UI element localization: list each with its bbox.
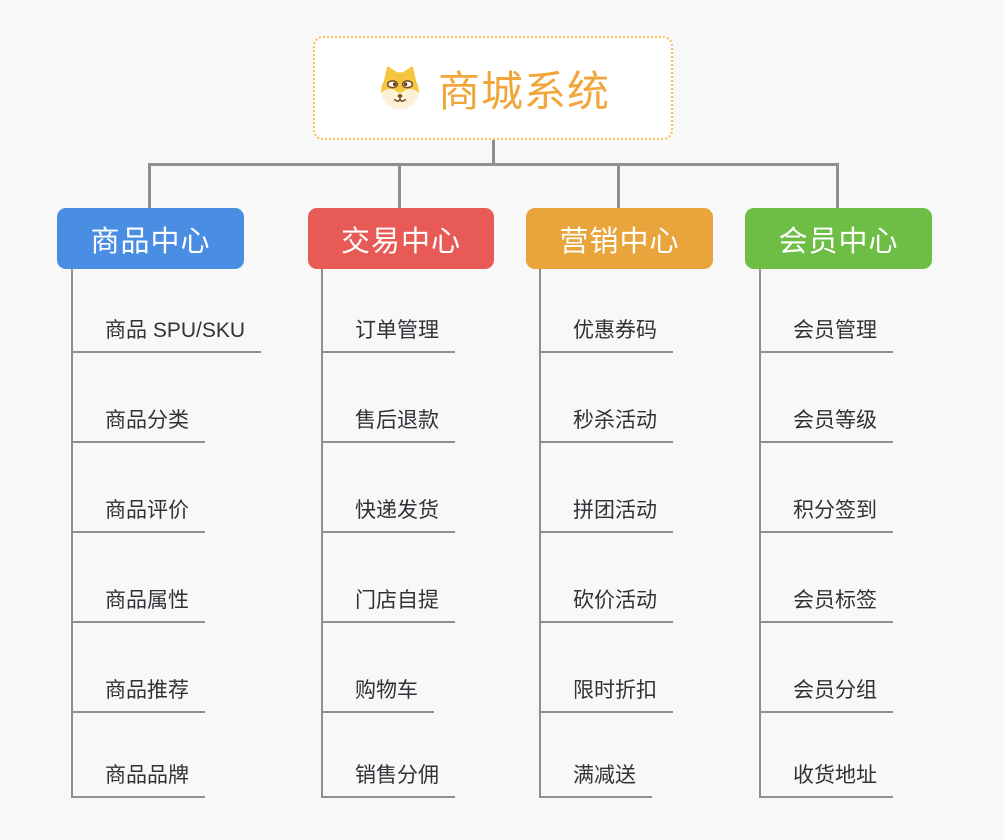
leaf-label: 快递发货 [355, 499, 439, 522]
connector-bus [148, 163, 839, 166]
leaf-label: 会员分组 [793, 679, 877, 702]
branch-spine-member [759, 269, 761, 798]
leaf-label: 商品分类 [105, 409, 189, 432]
leaf-node[interactable]: 限时折扣 [539, 623, 673, 713]
branch-node-member-center[interactable]: 会员中心 [745, 208, 932, 269]
leaf-label: 购物车 [355, 679, 418, 702]
leaf-node[interactable]: 秒杀活动 [539, 353, 673, 443]
leaf-node[interactable]: 优惠券码 [539, 269, 673, 353]
branch-label: 商品中心 [90, 225, 211, 258]
leaf-label: 商品 SPU/SKU [105, 319, 246, 342]
leaf-label: 积分签到 [793, 499, 877, 522]
leaf-node[interactable]: 积分签到 [759, 443, 893, 533]
leaf-node[interactable]: 售后退款 [321, 353, 455, 443]
leaf-node[interactable]: 门店自提 [321, 533, 455, 623]
leaf-label: 商品品牌 [105, 764, 189, 787]
leaf-list-marketing: 优惠券码 秒杀活动 拼团活动 砍价活动 限时折扣 满减送 [539, 269, 673, 798]
leaf-node[interactable]: 商品品牌 [71, 713, 205, 798]
leaf-node[interactable]: 会员等级 [759, 353, 893, 443]
leaf-label: 商品评价 [105, 499, 189, 522]
leaf-label: 砍价活动 [573, 589, 657, 612]
leaf-label: 限时折扣 [573, 679, 657, 702]
leaf-node[interactable]: 商品分类 [71, 353, 205, 443]
leaf-list-trade: 订单管理 售后退款 快递发货 门店自提 购物车 销售分佣 [321, 269, 455, 798]
leaf-list-member: 会员管理 会员等级 积分签到 会员标签 会员分组 收货地址 [759, 269, 893, 798]
leaf-label: 会员标签 [793, 589, 877, 612]
leaf-label: 拼团活动 [573, 499, 657, 522]
leaf-node[interactable]: 会员标签 [759, 533, 893, 623]
connector-root-drop [492, 140, 495, 165]
leaf-label: 门店自提 [355, 589, 439, 612]
leaf-node[interactable]: 砍价活动 [539, 533, 673, 623]
leaf-label: 会员管理 [793, 319, 877, 342]
leaf-node[interactable]: 商品 SPU/SKU [71, 269, 262, 353]
shiba-dog-icon [376, 64, 424, 112]
leaf-node[interactable]: 购物车 [321, 623, 434, 713]
leaf-node[interactable]: 会员管理 [759, 269, 893, 353]
leaf-node[interactable]: 收货地址 [759, 713, 893, 798]
leaf-label: 秒杀活动 [573, 409, 657, 432]
leaf-node[interactable]: 会员分组 [759, 623, 893, 713]
leaf-label: 商品属性 [105, 589, 189, 612]
root-title: 商城系统 [437, 67, 610, 115]
root-node[interactable]: 商城系统 [313, 36, 673, 140]
branch-node-trade-center[interactable]: 交易中心 [308, 208, 494, 269]
leaf-node[interactable]: 商品属性 [71, 533, 205, 623]
branch-node-marketing-center[interactable]: 营销中心 [526, 208, 713, 269]
leaf-label: 优惠券码 [573, 319, 657, 342]
branch-spine-trade [321, 269, 323, 798]
connector-drop-trade [398, 163, 401, 209]
leaf-list-product: 商品 SPU/SKU 商品分类 商品评价 商品属性 商品推荐 商品品牌 [71, 269, 262, 798]
leaf-node[interactable]: 满减送 [539, 713, 652, 798]
leaf-node[interactable]: 拼团活动 [539, 443, 673, 533]
leaf-label: 销售分佣 [355, 764, 439, 787]
connector-drop-product [148, 163, 151, 209]
leaf-node[interactable]: 订单管理 [321, 269, 455, 353]
leaf-label: 售后退款 [355, 409, 439, 432]
branch-label: 营销中心 [559, 225, 680, 258]
leaf-label: 收货地址 [793, 764, 877, 787]
branch-spine-product [71, 269, 73, 798]
leaf-node[interactable]: 快递发货 [321, 443, 455, 533]
connector-drop-marketing [617, 163, 620, 209]
leaf-label: 订单管理 [355, 319, 439, 342]
branch-node-product-center[interactable]: 商品中心 [57, 208, 244, 269]
branch-spine-marketing [539, 269, 541, 798]
leaf-node[interactable]: 销售分佣 [321, 713, 455, 798]
branch-label: 会员中心 [778, 225, 899, 258]
branch-label: 交易中心 [340, 225, 461, 258]
leaf-node[interactable]: 商品推荐 [71, 623, 205, 713]
leaf-node[interactable]: 商品评价 [71, 443, 205, 533]
connector-drop-member [836, 163, 839, 209]
leaf-label: 商品推荐 [105, 679, 189, 702]
leaf-label: 满减送 [573, 764, 636, 787]
leaf-label: 会员等级 [793, 409, 877, 432]
